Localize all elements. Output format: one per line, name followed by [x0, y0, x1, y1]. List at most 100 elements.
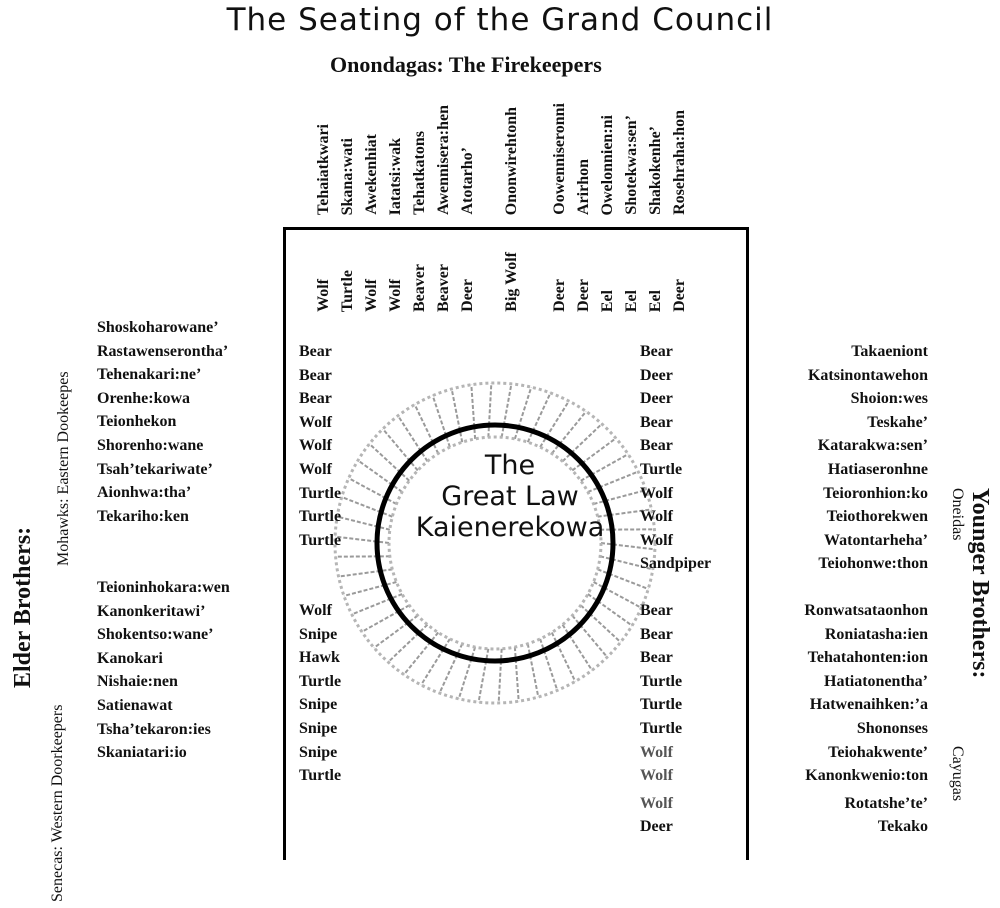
wampum-spoke	[571, 437, 617, 472]
wampum-spoke	[593, 489, 647, 505]
list-item: Hatiatonentha’	[824, 672, 928, 690]
onondaga-clan: Beaver	[411, 264, 428, 312]
onondaga-clan: Deer	[551, 279, 568, 312]
list-item: Roniatasha:ien	[824, 625, 928, 643]
seneca-clans: Wolf Snipe Hawk Turtle Snipe Snipe Snipe…	[299, 599, 341, 788]
onondaga-clan: Deer	[459, 279, 476, 312]
onondaga-clan: Wolf	[387, 279, 404, 312]
list-item: Snipe	[299, 743, 338, 761]
list-item: Teskahe’	[867, 413, 928, 431]
list-item: Hawk	[299, 649, 340, 667]
list-item: Shoskoharowane’	[97, 319, 219, 336]
great-law-label: The Great Law Kaienerekowa	[385, 450, 635, 543]
mohawks-label: Mohawks: Eastern Dookeepes	[55, 371, 72, 566]
list-item: Turtle	[640, 719, 683, 737]
list-item: Bear	[640, 413, 673, 431]
list-item: Bear	[299, 366, 332, 384]
list-item: Turtle	[299, 484, 342, 502]
wampum-spoke	[470, 384, 477, 439]
center-line: The	[484, 450, 536, 481]
wampum-spoke	[539, 400, 570, 448]
list-item: Watontarheha’	[824, 531, 928, 549]
wampum-spoke	[513, 647, 520, 702]
list-item: Shononses	[856, 719, 928, 737]
list-item: Snipe	[299, 696, 338, 714]
list-item: Deer	[640, 390, 673, 408]
wampum-spoke	[487, 382, 493, 438]
list-item: Rastawenserontha’	[97, 342, 229, 360]
list-item: Shoion:wes	[850, 390, 928, 408]
wampum-spoke	[561, 423, 603, 463]
wampum-spoke	[587, 470, 639, 493]
council-box	[283, 227, 749, 860]
list-item: Turtle	[640, 460, 683, 478]
wampum-circle	[333, 381, 657, 705]
onondaga-clan: Deer	[575, 279, 592, 312]
list-item: Wolf	[640, 508, 673, 526]
wampum-spoke	[550, 632, 577, 682]
wampum-spoke	[597, 568, 649, 590]
list-item: Katarakwa:sen’	[817, 437, 928, 455]
wampum-spoke	[351, 593, 403, 616]
onondaga-name: Atotarho’	[459, 147, 476, 215]
list-item: Wolf	[640, 767, 673, 785]
onondaga-clan: Beaver	[435, 264, 452, 312]
onondaga-clan: Eel	[599, 289, 616, 312]
onondaga-name: Oowenniseronni	[551, 103, 568, 215]
list-item: Turtle	[299, 767, 342, 785]
onondaga-name: Iatatsi:wak	[387, 137, 404, 215]
wampum-spoke	[587, 593, 633, 627]
cayuga-names: Ronwatsataonhon Roniatasha:ien Tehatahon…	[804, 599, 928, 839]
list-item: Orenhe:kowa	[97, 389, 191, 407]
list-item: Aionhwa:tha’	[97, 484, 192, 502]
list-item: Wolf	[640, 794, 673, 812]
list-item: Bear	[640, 625, 673, 643]
center-line: Kaienerekowa	[415, 512, 605, 544]
wampum-spoke	[571, 614, 608, 658]
wampum-spoke	[343, 581, 397, 597]
wampum-spoke	[361, 604, 410, 633]
onondaga-name: Ononwirehtonh	[503, 106, 520, 215]
elder-brothers-label: Elder Brothers:	[10, 526, 36, 688]
wampum-spoke	[526, 643, 540, 698]
wampum-spoke	[348, 477, 397, 505]
list-item: Turtle	[299, 508, 342, 526]
list-item: Takaeniont	[851, 343, 928, 360]
onondaga-clan: Turtle	[339, 269, 356, 312]
wampum-spoke	[397, 415, 429, 462]
list-item: Teiohakwente’	[828, 743, 928, 761]
onondaga-name: Awekenhiat	[363, 134, 380, 215]
subtitle: Onondagas: The Firekeepers	[330, 52, 602, 77]
wampum-spoke	[413, 404, 440, 454]
list-item: Tsah’tekariwate’	[97, 460, 213, 478]
list-item: Teiothorekwen	[826, 508, 928, 526]
list-item: Wolf	[299, 602, 332, 619]
list-item: Snipe	[299, 625, 338, 643]
wampum-spoke	[597, 508, 652, 518]
wampum-spoke	[500, 383, 513, 438]
wampum-spoke	[513, 386, 533, 440]
onondaga-name: Rosehraha:hon	[671, 110, 688, 215]
list-item: Skaniatari:io	[97, 744, 187, 762]
onondaga-clan: Deer	[671, 279, 688, 312]
list-item: Wolf	[640, 484, 673, 502]
center-line: Great Law	[441, 481, 579, 513]
onondaga-name: Arirhon	[575, 159, 592, 215]
list-item: Kanonkwenio:ton	[805, 767, 928, 785]
list-item: Bear	[640, 343, 673, 360]
wampum-spoke	[580, 453, 629, 482]
wampum-spoke	[477, 648, 490, 703]
list-item: Sandpiper	[640, 555, 712, 573]
wampum-spoke	[431, 395, 451, 448]
wampum-spoke	[539, 638, 559, 691]
list-item: Ronwatsataonhon	[804, 602, 928, 619]
list-item: Hatiaseronhne	[827, 460, 928, 478]
list-item: Shorenho:wane	[97, 436, 204, 454]
younger-brothers-label: Younger Brothers:	[967, 488, 993, 679]
onondaga-clan: Eel	[623, 289, 640, 312]
list-item: Shokentso:wane’	[97, 626, 214, 644]
list-item: Tehenakari:ne’	[97, 366, 202, 384]
onondaga-clan: Eel	[647, 289, 664, 312]
wampum-spoke	[580, 604, 622, 643]
list-item: Tekariho:ken	[97, 507, 189, 525]
